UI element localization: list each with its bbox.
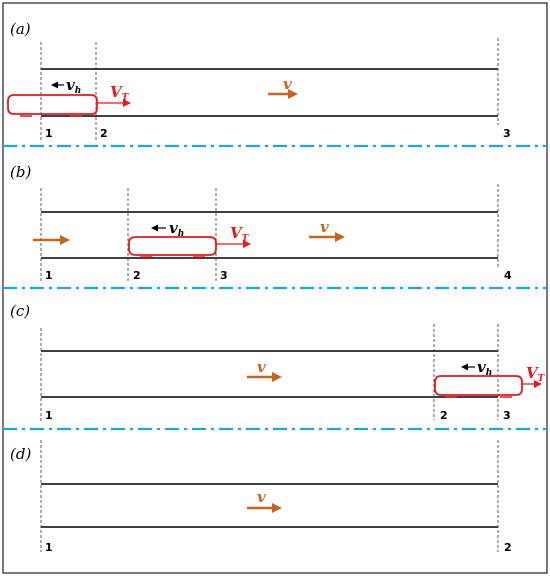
marker-label: 1 <box>45 269 53 282</box>
train-velocity-label: VT <box>110 83 130 103</box>
panel-b: (b) 1 2 3 4 vh VT v <box>10 163 512 282</box>
marker-label: 4 <box>504 269 512 282</box>
marker-label: 3 <box>503 127 511 140</box>
train-body <box>128 236 217 256</box>
flow-velocity-label: v <box>320 218 329 236</box>
train-velocity-label: VT <box>526 364 546 384</box>
flow-arrowhead <box>288 89 298 99</box>
flow-velocity-label: v <box>257 488 266 506</box>
train <box>128 236 217 258</box>
train-body <box>7 94 98 115</box>
marker-label: 1 <box>45 541 53 554</box>
marker-label: 2 <box>100 127 108 140</box>
panel-label: (c) <box>10 302 30 320</box>
flow-arrowhead <box>272 372 282 382</box>
panel-d: (d) 1 2 v <box>10 440 512 554</box>
train <box>7 94 98 117</box>
marker-label: 3 <box>220 269 228 282</box>
marker-label: 3 <box>503 409 511 422</box>
train-velocity-label: VT <box>230 224 250 244</box>
panel-label: (b) <box>10 163 31 181</box>
flow-arrowhead <box>60 235 70 245</box>
train <box>434 375 523 398</box>
flow-arrowhead <box>272 503 282 513</box>
head-velocity-label: vh <box>66 76 81 96</box>
marker-label: 2 <box>440 409 448 422</box>
marker-label: 2 <box>504 541 512 554</box>
marker-label: 1 <box>45 127 53 140</box>
panel-label: (d) <box>10 445 31 463</box>
flow-velocity-label: v <box>283 75 292 93</box>
marker-label: 2 <box>133 269 141 282</box>
panel-label: (a) <box>10 20 31 38</box>
head-velocity-label: vh <box>169 219 184 239</box>
marker-label: 1 <box>45 409 53 422</box>
panel-a: (a) 1 2 3 vh VT v <box>7 20 511 140</box>
flow-velocity-label: v <box>257 358 266 376</box>
panel-c: (c) 1 2 3 v vh VT <box>10 302 546 422</box>
train-body <box>434 375 523 396</box>
flow-arrowhead <box>335 232 345 242</box>
head-velocity-label: vh <box>477 358 492 378</box>
